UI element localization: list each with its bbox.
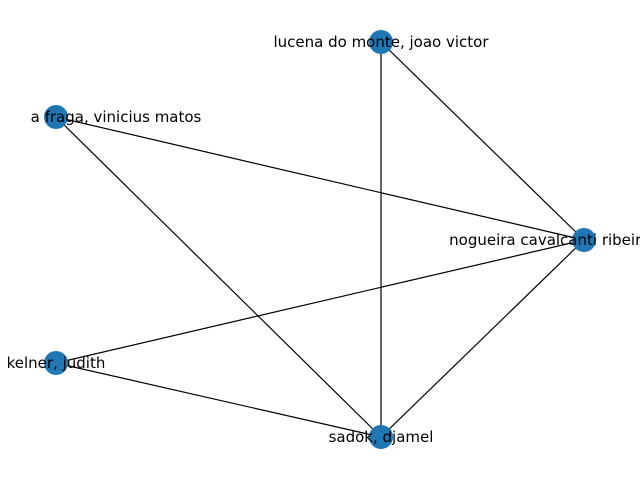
node-label-lucena: lucena do monte, joao victor bbox=[273, 33, 489, 51]
node-nogueira bbox=[572, 228, 596, 252]
node-sadok bbox=[369, 425, 393, 449]
node-label-kelner: kelner, judith bbox=[7, 354, 106, 372]
node-lucena bbox=[369, 30, 393, 54]
edge-fraga-sadok bbox=[55, 116, 382, 438]
node-layer bbox=[44, 30, 596, 449]
node-label-sadok: sadok, djamel bbox=[329, 428, 434, 446]
label-layer: lucena do monte, joao victor a fraga, vin… bbox=[7, 33, 640, 446]
edge-kelner-sadok bbox=[55, 362, 382, 438]
edge-nogueira-kelner bbox=[55, 239, 585, 364]
edge-fraga-nogueira bbox=[55, 116, 585, 241]
node-label-nogueira: nogueira cavalcanti ribeiro, bbox=[449, 231, 640, 249]
node-label-fraga: a fraga, vinicius matos bbox=[31, 108, 202, 126]
edge-lucena-nogueira bbox=[380, 41, 585, 241]
edge-nogueira-sadok bbox=[380, 239, 585, 438]
edge-layer bbox=[55, 41, 585, 438]
node-kelner bbox=[44, 351, 68, 375]
node-fraga bbox=[44, 105, 68, 129]
